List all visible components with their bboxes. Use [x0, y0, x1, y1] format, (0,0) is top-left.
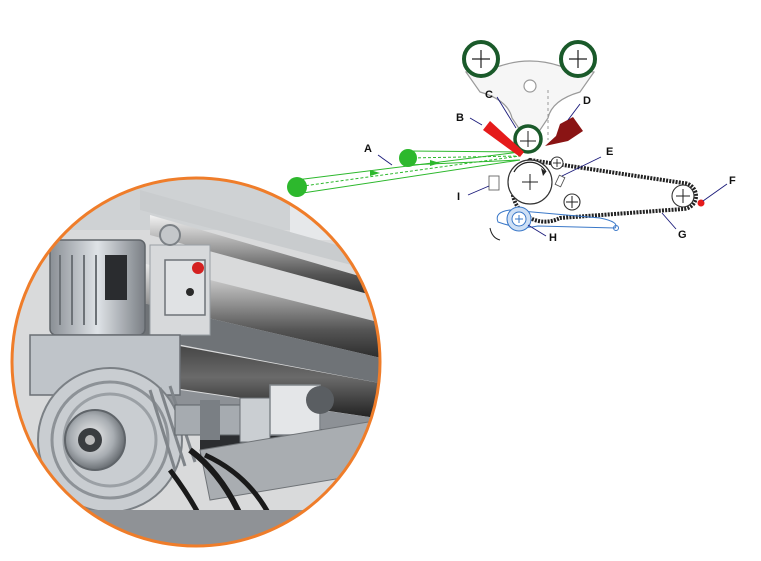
label-d: D: [583, 95, 591, 107]
machine-photo: [10, 176, 382, 548]
feed-roll-large: [287, 177, 307, 197]
knife-roll-c: [513, 124, 543, 154]
guide-i: [488, 175, 500, 191]
turret-frame: [464, 60, 596, 147]
label-h: H: [549, 232, 557, 244]
idler-roll: [550, 156, 564, 170]
belt-end-roll: [671, 184, 695, 208]
label-i: I: [457, 191, 460, 203]
belt-end-red-dot: [697, 199, 705, 207]
web-arrow: [370, 170, 380, 176]
sensor-e: [554, 174, 566, 188]
label-e: E: [606, 146, 613, 158]
label-g: G: [678, 229, 687, 241]
cutter-d: [545, 117, 583, 146]
label-f: F: [729, 175, 736, 187]
rewind-roll-left: [462, 40, 500, 78]
belt-conveyor: [510, 157, 698, 224]
label-a: A: [364, 143, 372, 155]
red-blade-icon: [483, 121, 524, 157]
tension-roll: [563, 193, 581, 211]
feed-roll-small: [399, 149, 417, 167]
unit-h: [489, 206, 619, 241]
curved-arrow-icon: [513, 161, 547, 173]
process-diagram: A B C D E F G H I: [287, 40, 736, 244]
label-c: C: [485, 89, 493, 101]
web-arrow: [430, 160, 440, 166]
turret-center-hole: [523, 79, 537, 93]
rewind-roll-right: [559, 40, 597, 78]
label-b: B: [456, 112, 464, 124]
photo-border: [10, 176, 382, 548]
